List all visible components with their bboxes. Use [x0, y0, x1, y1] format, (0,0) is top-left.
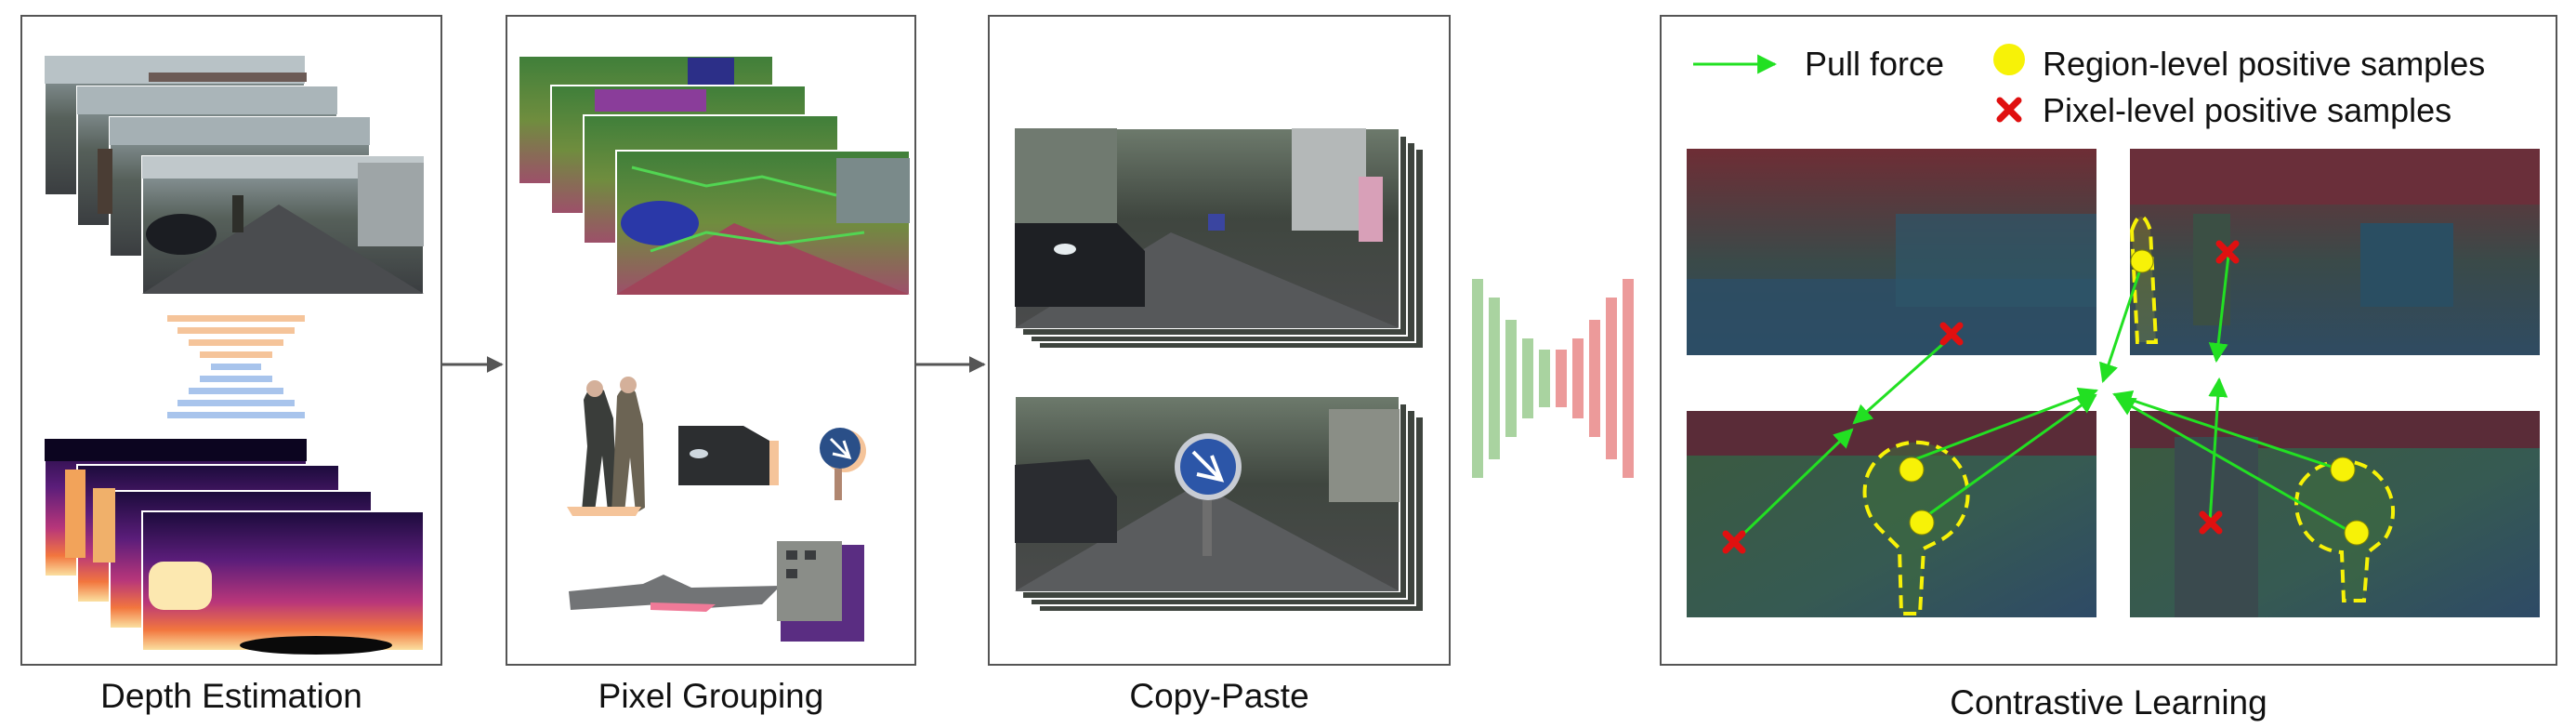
sign-segment [820, 428, 866, 500]
region-level-label: Region-level positive samples [2043, 45, 2486, 83]
rgb-image-stack [44, 55, 425, 295]
copy-paste-caption: Copy-Paste [1129, 677, 1309, 715]
pixel-grouping-caption: Pixel Grouping [598, 677, 824, 715]
feature-map-top-right [2129, 149, 2540, 355]
copy-paste-stack-top [1014, 127, 1425, 350]
feature-map-top-left [1687, 149, 2096, 355]
pull-force-arrows [1734, 255, 2355, 543]
building-segment [777, 541, 864, 642]
pixel-level-samples [1722, 240, 2240, 554]
pixel-level-legend-icon [1996, 97, 2022, 123]
road-segment [569, 575, 781, 612]
depth-estimation-caption: Depth Estimation [100, 677, 362, 715]
pixel-level-label: Pixel-level positive samples [2043, 91, 2452, 129]
region-level-legend-icon [1993, 44, 2025, 75]
contrastive-learning-caption: Contrastive Learning [1950, 683, 2267, 721]
depth-map-stack [44, 438, 425, 655]
region-level-samples [1899, 249, 2370, 546]
pedestrians-segment [567, 377, 645, 516]
depth-network-icon [167, 315, 305, 418]
segmentation-overlay-stack [518, 55, 911, 296]
segmentation-network-icon [1472, 279, 1634, 478]
car-segment [678, 426, 779, 485]
pull-force-label: Pull force [1805, 45, 1945, 83]
feature-map-bottom-left [1687, 411, 2096, 617]
copy-paste-stack-bottom [1014, 395, 1425, 613]
